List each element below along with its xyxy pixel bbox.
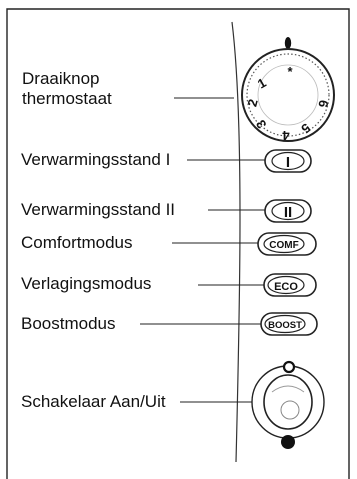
power-on-symbol (281, 435, 295, 449)
dial-indicator-mark (284, 37, 292, 49)
heat2-button-label: II (284, 204, 292, 221)
thermostat-dial[interactable] (241, 48, 335, 142)
callout-dial: Draaiknop thermostaat (22, 69, 112, 109)
dial-mark-frost: * (287, 64, 293, 79)
callout-dial-line1: Draaiknop (22, 69, 100, 88)
callout-comfort: Comfortmodus (21, 233, 133, 252)
boost-button-label: BOOST (268, 320, 302, 331)
dial-mark-4: 4 (282, 128, 290, 143)
frame-border (6, 8, 350, 479)
panel-edge (231, 21, 241, 463)
dial-mark-6: 6 (315, 99, 331, 109)
power-off-symbol (282, 360, 296, 374)
comfort-button-label: COMF (269, 240, 298, 251)
eco-button[interactable]: ECO (263, 273, 317, 297)
callout-boost: Boostmodus (21, 314, 116, 333)
boost-button[interactable]: BOOST (260, 312, 318, 336)
leader-lines (140, 97, 265, 403)
dial-mark-2: 2 (244, 97, 260, 108)
heat1-button-label: I (286, 154, 290, 171)
comfort-button[interactable]: COMF (257, 232, 317, 256)
power-switch[interactable] (251, 365, 325, 439)
callout-power: Schakelaar Aan/Uit (21, 392, 166, 411)
callout-eco: Verlagingsmodus (21, 274, 152, 293)
callout-heat1: Verwarmingsstand I (21, 150, 171, 169)
heat2-button[interactable]: II (264, 199, 312, 223)
callout-heat2: Verwarmingsstand II (21, 200, 176, 219)
callout-dial-line2: thermostaat (22, 89, 112, 108)
eco-button-label: ECO (274, 281, 298, 293)
heat1-button[interactable]: I (264, 149, 312, 173)
